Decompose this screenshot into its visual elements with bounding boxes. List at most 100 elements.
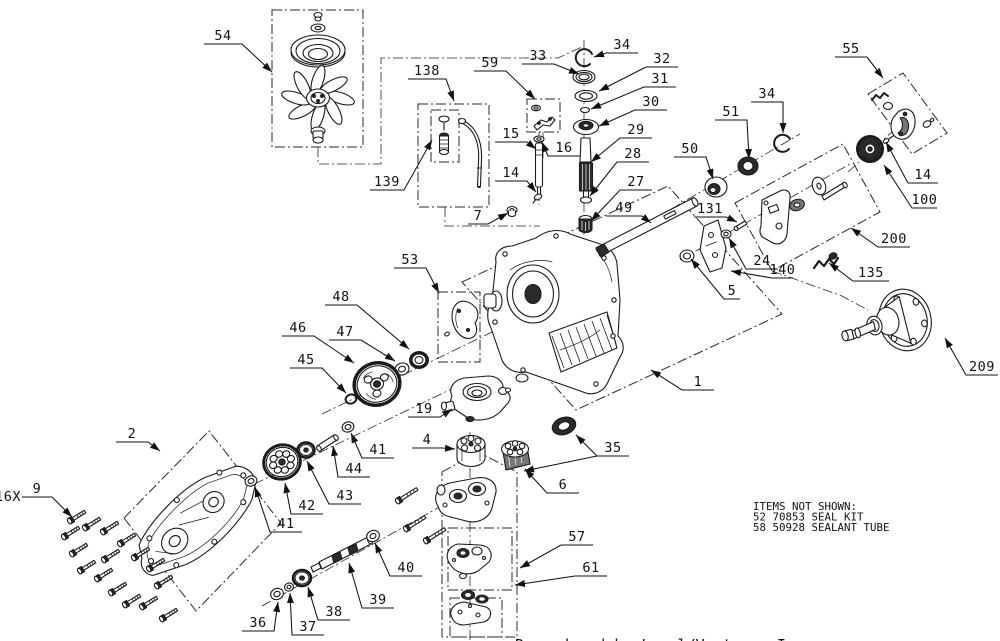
part-42-gear [262,443,302,481]
leader-line [350,432,394,459]
part-number-label: 30 [642,94,659,110]
leader-line [474,70,536,100]
leader-line [541,141,580,157]
leader-line [598,109,667,127]
part-number-label: 43 [336,488,353,504]
leader-line [408,408,453,418]
part-number-label: 45 [297,352,314,368]
leader-line [694,214,738,223]
bolt [138,595,159,611]
bolt [99,520,120,536]
free-labels: 16X [0,489,20,505]
part-37-washer [284,582,294,592]
part-46-gear [352,361,402,407]
part-54-fan-assembly [281,11,355,144]
group-box-200 [734,143,881,272]
part-138-tube-assembly [438,115,483,188]
callout-33: 33 [522,48,580,75]
group-box-57 [441,451,518,638]
part-number-label: 14 [914,167,931,183]
callout-49: 49 [606,200,652,224]
part-number-label: 15 [502,126,519,142]
bolt [107,581,128,597]
leader-line [606,214,652,224]
part-131-pin [733,220,748,232]
leader-line [589,161,649,197]
callout-32: 32 [598,51,678,92]
bolt [145,557,166,573]
part-number-label: 35 [604,440,621,456]
leader-line [598,66,678,92]
part-number-label: 32 [653,51,670,67]
leader-line [374,542,422,577]
part-44-shaft [316,434,339,452]
part-number-label: 6 [559,477,568,493]
part-9-bolts [60,509,179,623]
leader-line [828,262,889,282]
callout-138: 138 [408,63,455,102]
part-number-label: 51 [722,104,739,120]
callout-40: 40 [374,542,422,577]
callout-27: 27 [590,174,652,222]
leader-line [495,140,537,150]
leader-line [835,56,884,79]
callout-59: 59 [474,55,536,100]
part-number-label: 38 [325,604,342,620]
callout-55: 55 [835,41,884,79]
callout-2: 2 [116,426,161,452]
part-number-label: 39 [369,592,386,608]
part-40-washer [366,529,380,543]
callout-57: 57 [519,529,593,569]
part-number-label: 139 [374,174,400,190]
part-39-shaft [310,536,374,573]
note-line: ITEMS NOT SHOWN: [753,500,857,513]
part-51-seal [737,156,759,176]
leader-line [524,468,579,494]
part-6-cylinder-block [500,440,531,471]
leader-line [751,101,787,133]
bolt [66,509,87,525]
leader-line [883,164,937,209]
part-mounting-bolts [394,487,447,545]
leader-line [522,63,580,75]
leader-line [590,86,676,110]
part-number-label: 1 [694,374,703,390]
part-number-label: 34 [613,37,630,53]
callout-41: 41 [254,486,302,533]
callout-39: 39 [348,562,394,609]
leader-line [290,367,347,394]
bolt [394,487,419,505]
part-61-valve-plate-upper [446,543,492,580]
callout-139: 139 [370,139,433,191]
part-140-bracket [699,219,727,273]
part-number-label: 57 [568,529,585,545]
bolt [81,516,102,532]
part-53-guard [444,300,479,339]
callout-28: 28 [589,146,649,197]
callout-41: 41 [350,432,394,459]
callout-6: 6 [524,468,579,494]
callout-44: 44 [331,445,370,478]
part-35-seal [551,416,577,436]
leader-line [254,486,302,533]
part-number-label: 14 [502,165,519,181]
callout-100: 100 [883,164,937,209]
leader-line [394,267,440,294]
leader-line [283,482,323,515]
part-number-label: 28 [624,146,641,162]
callout-9: 9 [22,481,73,518]
callout-45: 45 [290,352,347,394]
leader-line-2 [523,455,598,473]
leader-line [307,586,350,621]
part-number-label: 140 [770,262,796,278]
leader-line [590,137,652,163]
note-line: 58 50928 SEALANT TUBE [753,521,890,534]
callout-15: 15 [495,126,537,150]
callout-47: 47 [329,324,396,362]
bolt [116,532,137,548]
callout-140: 140 [730,262,796,279]
leader-line [468,212,509,225]
part-number-label: 5 [728,283,737,299]
part-50-bearing [704,176,728,198]
